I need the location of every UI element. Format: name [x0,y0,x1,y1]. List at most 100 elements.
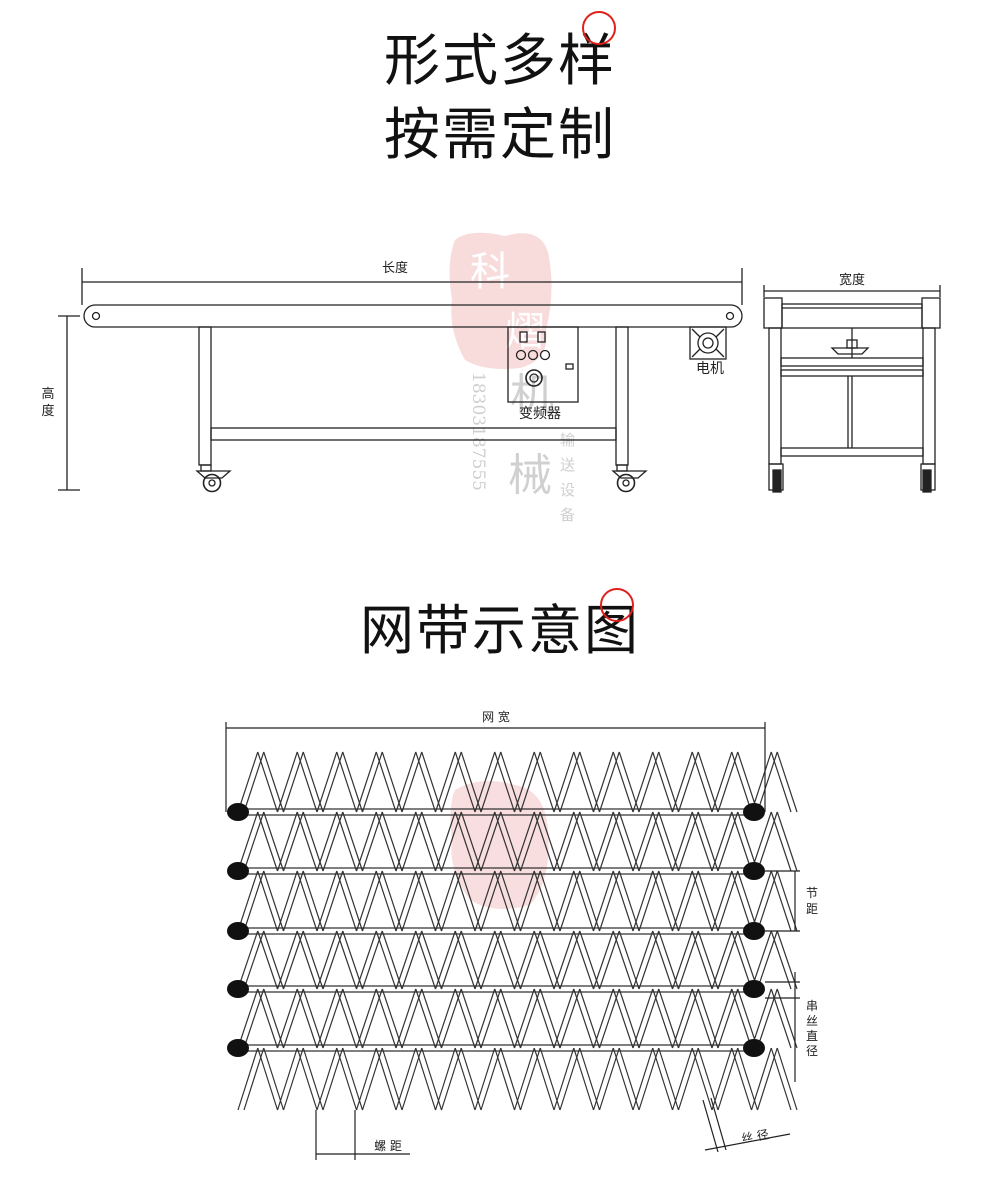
mesh-wire-segment [776,930,798,990]
inverter-label: 变频器 [519,406,561,422]
mesh-wire-segment [731,930,753,990]
mesh-wire-segment [592,930,614,990]
pitch-label-2: 距 [806,902,818,916]
rod-diameter-label-4: 径 [806,1044,818,1058]
mesh-wire-segment [336,1047,358,1111]
mesh-wire-segment [671,751,693,813]
mesh-rod-ends [227,803,765,1057]
mesh-wire-segment [276,870,298,932]
mesh-wire-segment [731,988,753,1049]
mesh-wire-segment [474,930,496,990]
mesh-wire-segment [711,870,733,932]
mesh-wire-segment [395,751,417,813]
width-label: 宽度 [839,272,865,288]
watermark-phone: 18303187555 [468,372,488,491]
red-circle-decoration-1 [582,11,616,45]
mesh-wire-segment [592,988,614,1049]
mesh-wire-segment [513,1047,535,1111]
mesh-wire-segment [731,811,753,872]
mesh-rod-end-cap [227,980,249,998]
mesh-wire-segment [513,751,535,813]
mesh-wire-segment [592,811,614,872]
mesh-wire-segment [434,751,456,813]
mesh-wire-segment [454,811,476,872]
mesh-wire-segment [533,870,555,932]
mesh-wire-segment [711,930,733,990]
mesh-wire-segment [632,751,654,813]
mesh-wire-segment [711,1047,733,1111]
mesh-wire-segment [257,1047,279,1111]
mesh-wire-segment [573,930,595,990]
mesh-wire-segment [671,1047,693,1111]
mesh-wire-segment [652,988,674,1049]
mesh-watermark [450,781,549,909]
wire-diameter-dim-line [704,1133,791,1151]
mesh-wire-segment [415,1047,437,1111]
mesh-wire-segment [355,751,377,813]
mesh-wire-segment [652,1047,674,1111]
mesh-wire-segment [434,870,456,932]
mesh-wire-segment [573,751,595,813]
mesh-wire-segment [296,751,318,813]
mesh-wire-segment [375,870,397,932]
mesh-wire-segment [553,870,575,932]
mesh-wire-segment [316,751,338,813]
mesh-wire-segment [316,870,338,932]
mesh-section-title: 网带示意图 [360,599,640,662]
mesh-wire-segment [533,988,555,1049]
mesh-wire-segment [770,751,792,813]
mesh-wire-segment [750,751,772,813]
mesh-wire-segment [494,811,516,872]
mesh-wire-segment [731,870,753,932]
mesh-wire-segment [573,988,595,1049]
wire-diameter-label: 丝 径 [740,1127,770,1146]
mesh-wire-segment [750,988,772,1049]
mesh-wire-segment [454,870,476,932]
mesh-wire-segment [632,930,654,990]
mesh-wires [237,751,798,1111]
mesh-wire-segment [276,811,298,872]
mesh-wire-segment [494,988,516,1049]
mesh-wire-segment [375,811,397,872]
mesh-wire-segment [652,870,674,932]
mesh-wire-segment [671,930,693,990]
mesh-wire-segment [336,811,358,872]
mesh-wire-segment [652,930,674,990]
mesh-wire-segment [355,988,377,1049]
mesh-wire-segment [296,870,318,932]
mesh-wire-segment [612,751,634,813]
mesh-wire-segment [776,988,798,1049]
mesh-wire-segment [296,988,318,1049]
mesh-wire-segment [434,988,456,1049]
spiral-pitch-label: 螺 距 [374,1139,402,1153]
mesh-wire-segment [770,1047,792,1111]
mesh-wire-segment [316,930,338,990]
mesh-wire-segment [691,1047,713,1111]
mesh-wire-segment [415,811,437,872]
mesh-wire-segment [355,930,377,990]
motor-label: 电机 [696,361,724,377]
belt-right-roller [725,311,735,321]
mesh-wire-segment [494,1047,516,1111]
mesh-wire-segment [375,988,397,1049]
mesh-wire-segment [770,811,792,872]
mesh-wire-segment [553,988,575,1049]
mesh-wire-segment [533,811,555,872]
mesh-wire-segment [494,930,516,990]
mesh-wire-segment [711,811,733,872]
mesh-wire-segment [257,870,279,932]
mesh-rod-end-cap [227,803,249,821]
mesh-wire-segment [553,751,575,813]
mesh-wire-segment [691,870,713,932]
mesh-wire-segment [395,870,417,932]
mesh-wire-segment [750,870,772,932]
mesh-wire-segment [316,1047,338,1111]
mesh-wire-segment [553,1047,575,1111]
title-line-2: 按需定制 [384,103,616,168]
mesh-rod-end-cap [227,922,249,940]
mesh-wire-segment [612,870,634,932]
mesh-wire-segment [454,751,476,813]
motor-box [689,326,727,360]
mesh-wire-segment [474,751,496,813]
